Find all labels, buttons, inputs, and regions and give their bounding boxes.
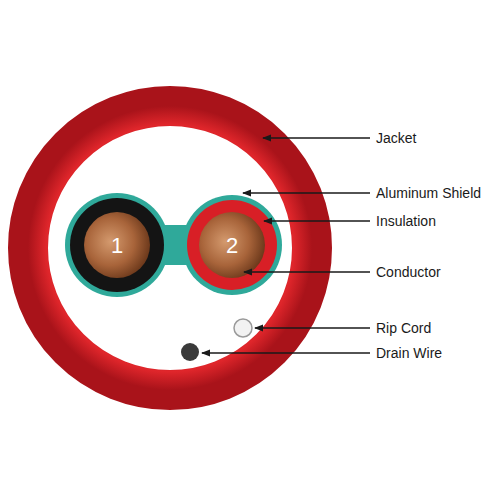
part-label: Conductor [376,265,441,279]
part-label: Insulation [376,214,436,228]
conductor [84,212,150,278]
drain-wire [181,343,199,361]
insulation-red [187,200,277,290]
callout-number: 2 [226,235,238,257]
insulation-black [70,198,164,292]
jacket [28,106,312,390]
conductor [199,212,265,278]
aluminum-shield [65,193,282,297]
part-label: Aluminum Shield [376,186,481,200]
rip-cord [234,319,252,337]
leader-lines [202,138,370,353]
callout-number: 1 [111,235,123,257]
part-label: Drain Wire [376,346,442,360]
part-label: Rip Cord [376,321,431,335]
part-label: Jacket [376,131,416,145]
